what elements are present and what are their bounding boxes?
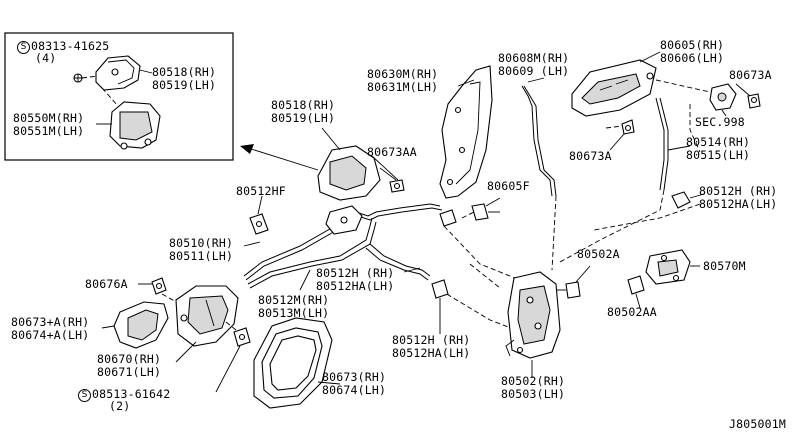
screw-top-part: 08313-41625 bbox=[31, 39, 110, 53]
label-80630m-lh: 80631M(LH) bbox=[367, 80, 439, 94]
label-80512h-center-rh: 80512H (RH) bbox=[316, 266, 395, 280]
label-80673-rh: 80673(RH) bbox=[322, 370, 387, 384]
label-80503-lh: 80503(LH) bbox=[501, 387, 566, 401]
inset-frame bbox=[4, 32, 234, 161]
inside-handle bbox=[175, 285, 239, 347]
label-sec998: SEC.998 bbox=[695, 115, 745, 129]
screw-08513 bbox=[233, 327, 251, 347]
screw-top-qty: (4) bbox=[35, 51, 57, 65]
inset-screw bbox=[73, 73, 83, 83]
inset-bracket bbox=[95, 55, 141, 91]
label-80511-lh: 80511(LH) bbox=[169, 249, 234, 263]
screw-bottom-qty: (2) bbox=[109, 399, 131, 413]
rod-80608m bbox=[521, 85, 553, 197]
key-cylinder-sec998 bbox=[709, 83, 737, 111]
label-80512hf: 80512HF bbox=[236, 184, 286, 198]
diagram-code: J805001M bbox=[729, 417, 786, 431]
striker-80570m bbox=[645, 249, 691, 285]
inset-actuator bbox=[109, 101, 161, 150]
label-80606-lh: 80606(LH) bbox=[660, 51, 725, 65]
screw-bottom-part: 08513-61642 bbox=[92, 387, 171, 401]
label-80512ha-center-lh: 80512HA(LH) bbox=[316, 279, 395, 293]
screw-80673a-top bbox=[747, 93, 761, 109]
screw-80673aa bbox=[389, 179, 405, 193]
label-80512ha-right-lh: 80512HA(LH) bbox=[699, 197, 778, 211]
label-80674-lh: 80674(LH) bbox=[322, 383, 387, 397]
clip-80676a bbox=[151, 277, 167, 295]
label-80673a-rh: 80673+A(RH) bbox=[11, 315, 90, 329]
label-80550m-lh: 80551M(LH) bbox=[13, 124, 85, 138]
screw-80605f bbox=[471, 203, 500, 221]
lock-cable-guide bbox=[325, 205, 363, 235]
label-80676a: 80676A bbox=[85, 277, 128, 291]
screw-80502aa bbox=[627, 275, 645, 295]
escutcheon-80673a bbox=[113, 301, 169, 349]
handle-bezel-80673 bbox=[253, 317, 333, 409]
label-80518-inset-lh: 80519(LH) bbox=[152, 78, 217, 92]
label-80570m: 80570M bbox=[703, 259, 746, 273]
label-80550m-rh: 80550M(RH) bbox=[13, 111, 85, 125]
label-80502a: 80502A bbox=[577, 247, 620, 261]
screw-80673a-mid bbox=[621, 119, 635, 135]
label-80502-rh: 80502(RH) bbox=[501, 374, 566, 388]
label-80512m-rh: 80512M(RH) bbox=[258, 293, 330, 307]
label-80673a-mid: 80673A bbox=[569, 149, 612, 163]
label-80630m-rh: 80630M(RH) bbox=[367, 67, 439, 81]
label-80671-lh: 80671(LH) bbox=[97, 365, 162, 379]
actuator-bracket bbox=[317, 145, 397, 201]
clip-80512h-lower bbox=[431, 279, 449, 299]
label-80502aa: 80502AA bbox=[607, 305, 657, 319]
label-80515-lh: 80515(LH) bbox=[686, 148, 751, 162]
rod-80514 bbox=[655, 97, 665, 191]
clip-80512h-center bbox=[439, 209, 457, 227]
door-lock-assembly bbox=[505, 271, 561, 359]
label-80670-rh: 80670(RH) bbox=[97, 352, 162, 366]
screw-top-symbol: S bbox=[17, 41, 30, 54]
screw-bottom-symbol: S bbox=[78, 389, 91, 402]
label-80608m-rh: 80608M(RH) bbox=[498, 51, 570, 65]
outside-handle bbox=[571, 59, 657, 117]
label-80673a-top: 80673A bbox=[729, 68, 772, 82]
door-sash-80630m bbox=[439, 65, 493, 199]
label-80514-rh: 80514(RH) bbox=[686, 135, 751, 149]
label-80518-rh: 80518(RH) bbox=[271, 98, 336, 112]
clip-80512hf bbox=[249, 213, 269, 235]
label-80518-lh: 80519(LH) bbox=[271, 111, 336, 125]
label-80605f: 80605F bbox=[487, 179, 530, 193]
label-80673aa: 80673AA bbox=[367, 145, 417, 159]
clip-80512h-right bbox=[671, 191, 691, 209]
label-80605-rh: 80605(RH) bbox=[660, 38, 725, 52]
label-80512h-right-rh: 80512H (RH) bbox=[699, 184, 778, 198]
label-80609-lh: 80609 (LH) bbox=[498, 64, 570, 78]
label-80518-inset-rh: 80518(RH) bbox=[152, 65, 217, 79]
label-80513m-lh: 80513M(LH) bbox=[258, 306, 330, 320]
label-80512h-low-rh: 80512H (RH) bbox=[392, 333, 471, 347]
label-80510-rh: 80510(RH) bbox=[169, 236, 234, 250]
screw-80502a bbox=[556, 281, 581, 299]
label-80512ha-low-lh: 80512HA(LH) bbox=[392, 346, 471, 360]
label-80674a-lh: 80674+A(LH) bbox=[11, 328, 90, 342]
control-rods bbox=[243, 203, 443, 289]
